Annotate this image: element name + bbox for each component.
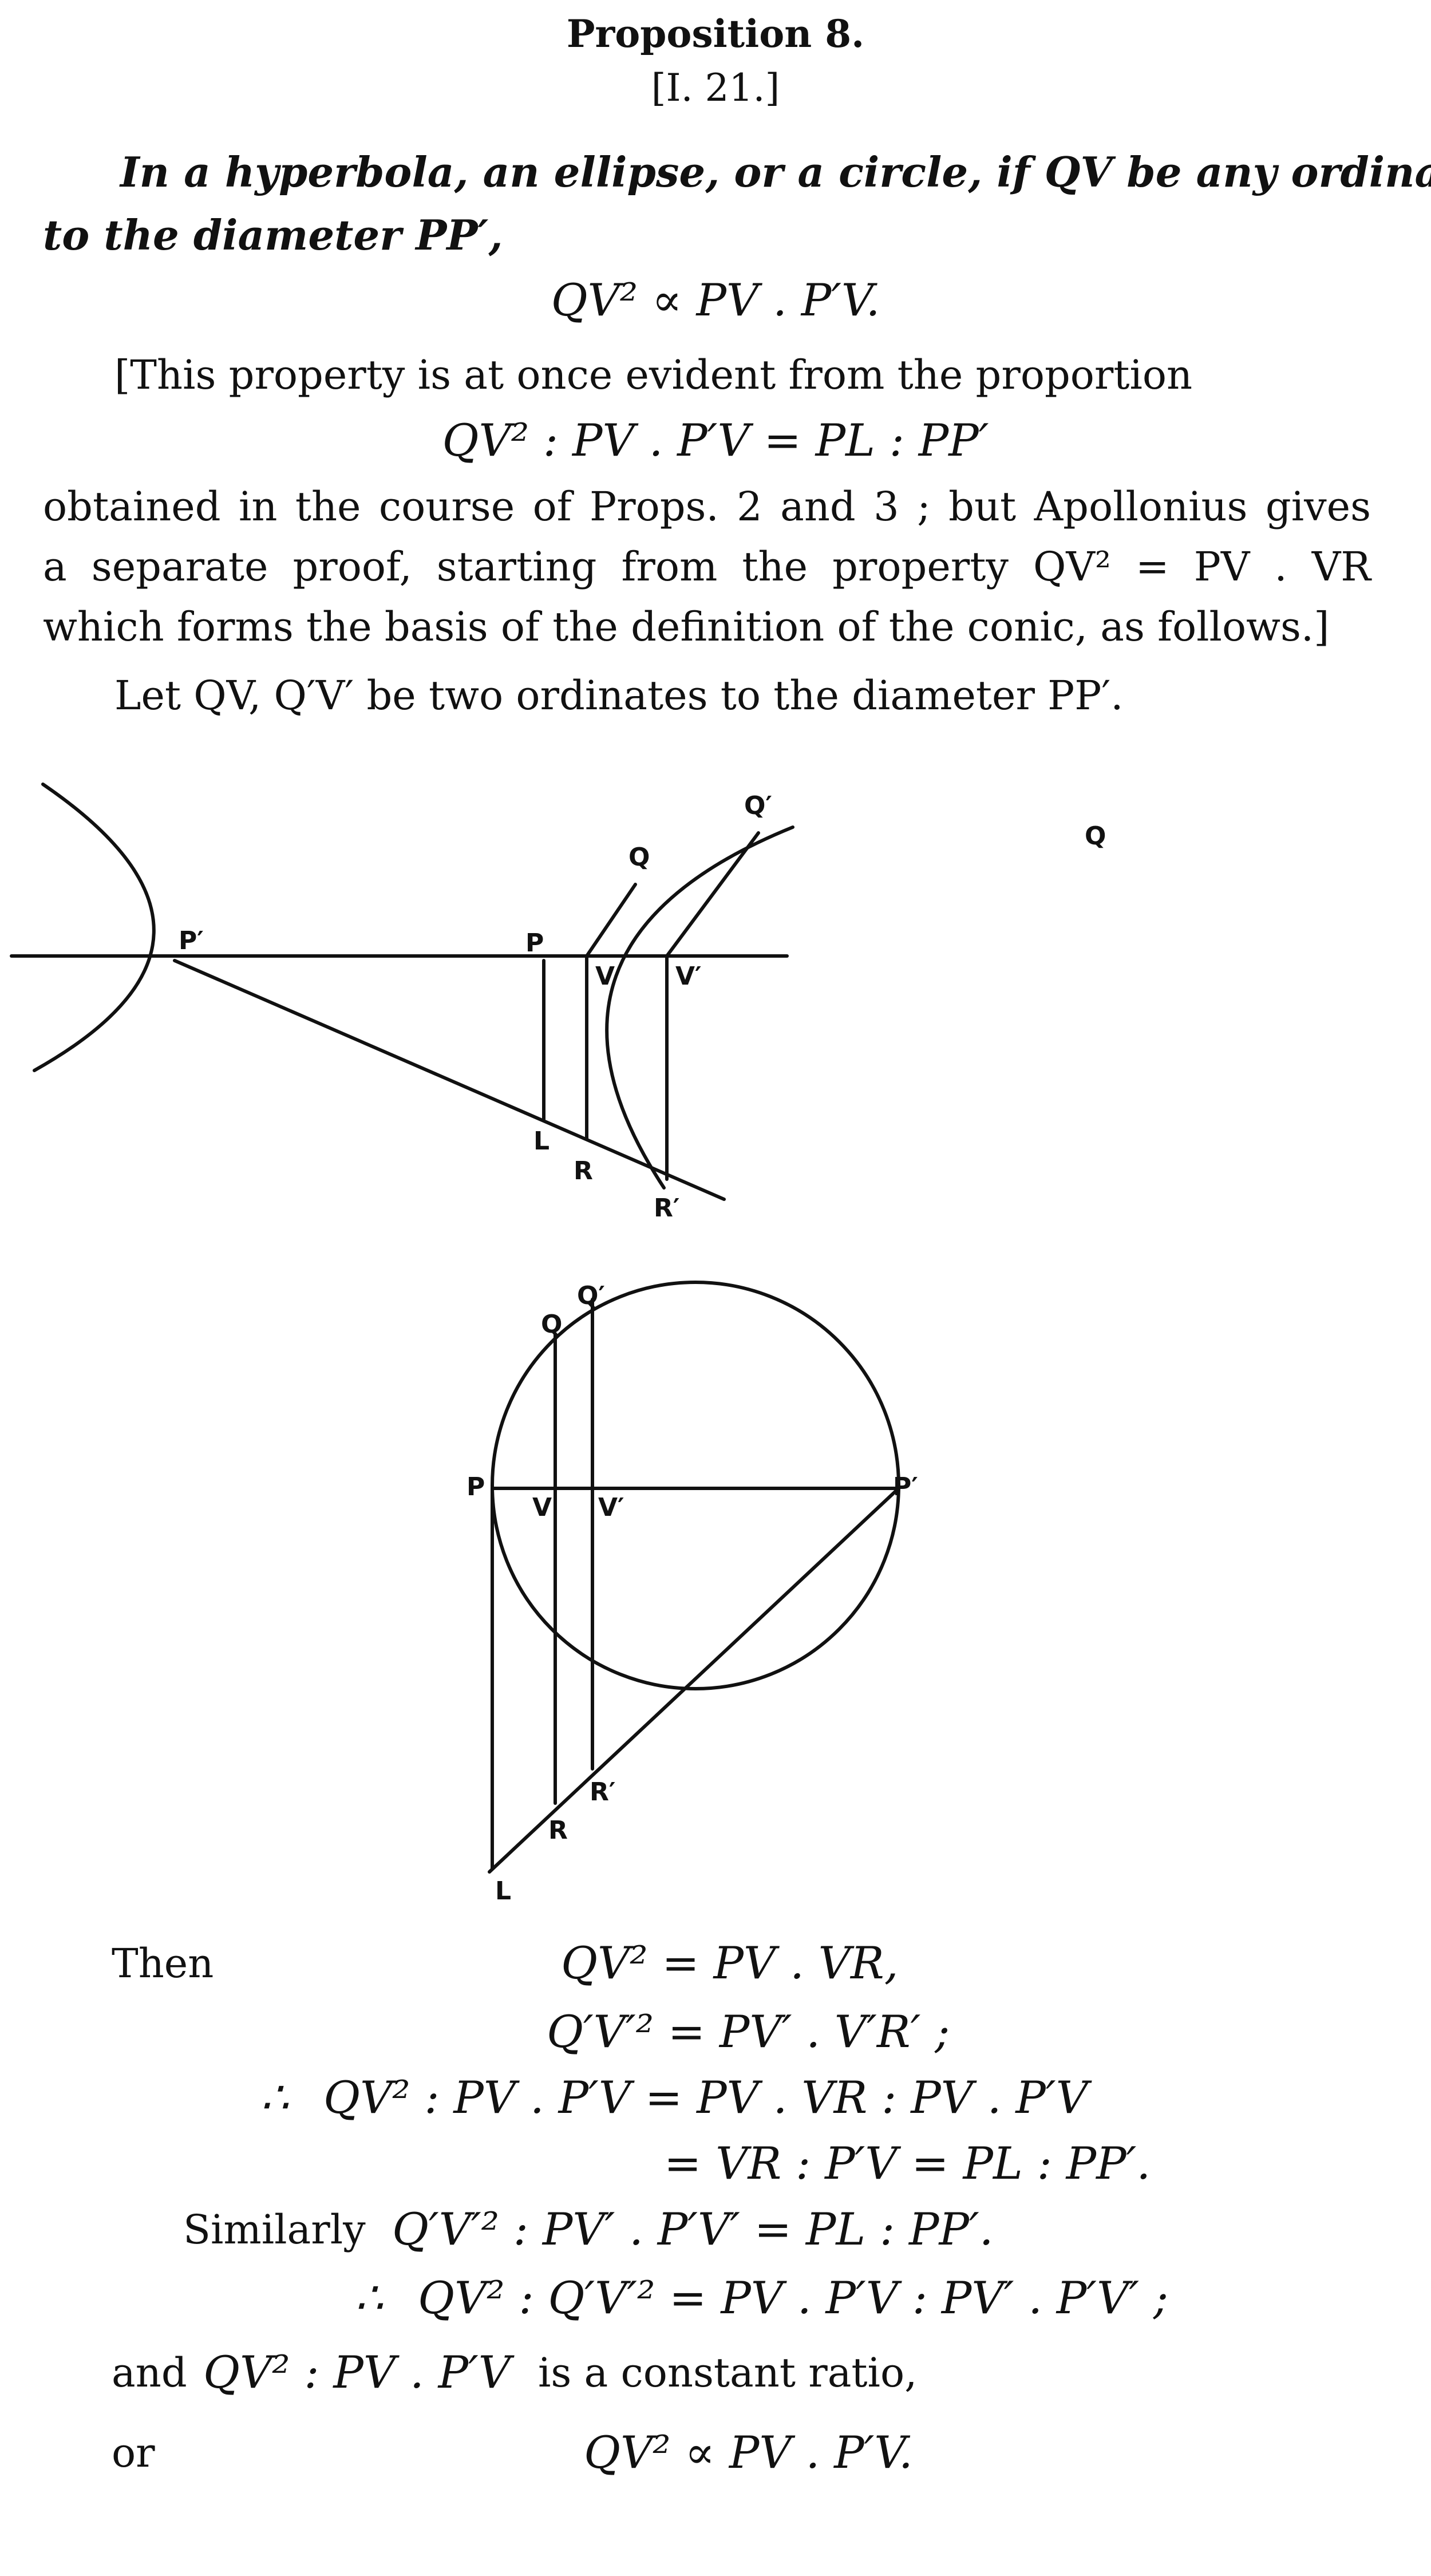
proof-equation-2: Q′V′² = PV′ . V′R′ ; <box>547 2006 950 2058</box>
label-circle-q-prime: Q′ <box>577 1281 605 1310</box>
hyperbola-line-pprime-l <box>173 959 726 1201</box>
label-circle-v: V <box>532 1493 552 1522</box>
label-circle-p: P <box>467 1472 485 1502</box>
enunciation-line-2: to the diameter PP′, <box>43 211 503 259</box>
label-p-prime: P′ <box>179 926 204 955</box>
hyperbola-left-branch <box>33 783 156 1072</box>
label-circle-r: R <box>548 1816 568 1845</box>
proof-then-label: Then <box>112 1940 214 1987</box>
hyperbola-labels: P′ P Q Q′ V V′ L R R′ Q <box>179 791 1106 1223</box>
proof-or-word: or <box>112 2429 155 2476</box>
setup-line: Let QV, Q′V′ be two ordinates to the dia… <box>114 672 1124 719</box>
proof-therefore-2: ∴ <box>355 2273 384 2324</box>
proof-similarly-formula: Q′V′² : PV′ . P′V′ = PL : PP′. <box>392 2204 994 2255</box>
label-stray-q: Q <box>1085 821 1106 851</box>
circle-labels: P P′ Q Q′ V V′ R′ R L <box>467 1281 918 1906</box>
hyperbola-figure <box>10 783 794 1201</box>
proof-final-formula: QV² ∝ PV . P′V. <box>584 2427 913 2479</box>
circle-curve <box>491 1281 900 1690</box>
proposition-reference: [I. 21.] <box>651 66 780 110</box>
label-r: R <box>574 1156 593 1186</box>
hyperbola-right-branch <box>605 825 794 1190</box>
label-q: Q <box>628 843 650 872</box>
remark-line-2: obtained in the course of Props. 2 and 3… <box>43 483 1371 530</box>
label-r-prime: R′ <box>654 1194 679 1223</box>
proof-constant-formula: QV² : PV . P′V <box>203 2347 511 2399</box>
remark-line-3: a separate proof, starting from the prop… <box>43 543 1371 590</box>
proof-therefore-1: ∴ <box>260 2072 289 2124</box>
hyperbola-ordinate-qprime-vprime <box>665 831 760 958</box>
hyperbola-ordinate-qv <box>585 883 637 958</box>
label-circle-p-prime: P′ <box>893 1472 918 1502</box>
proof-equation-4: = VR : P′V = PL : PP′. <box>664 2138 1151 2190</box>
label-p: P <box>525 929 544 958</box>
proposition-title: Proposition 8. <box>566 11 865 56</box>
remark-formula: QV² : PV . P′V = PL : PP′ <box>442 415 989 467</box>
remark-line-4: which forms the basis of the definition … <box>43 603 1330 650</box>
label-v: V <box>595 962 615 991</box>
circle-line-pprime-l <box>488 1487 900 1874</box>
proof-equation-1: QV² = PV . VR, <box>561 1938 899 1989</box>
proof-and-word: and <box>112 2349 187 2396</box>
proof-constant-text: is a constant ratio, <box>538 2349 918 2396</box>
label-v-prime: V′ <box>675 962 702 991</box>
label-l: L <box>533 1127 550 1156</box>
circle-figure <box>488 1281 900 1874</box>
label-circle-q: Q <box>541 1310 562 1339</box>
remark-line-1: [This property is at once evident from t… <box>114 351 1193 398</box>
label-circle-v-prime: V′ <box>598 1493 624 1522</box>
proof-equation-5: QV² : Q′V′² = PV . P′V : PV′ . P′V′ ; <box>418 2273 1169 2324</box>
proof-similarly-word: Similarly <box>183 2206 366 2253</box>
enunciation-formula: QV² ∝ PV . P′V. <box>551 275 880 326</box>
label-circle-l: L <box>495 1876 511 1906</box>
enunciation-line-1: In a hyperbola, an ellipse, or a circle,… <box>120 148 1431 196</box>
label-circle-r-prime: R′ <box>590 1777 615 1807</box>
label-q-prime: Q′ <box>744 791 772 820</box>
proof-equation-3: QV² : PV . P′V = PV . VR : PV . P′V <box>323 2072 1088 2124</box>
